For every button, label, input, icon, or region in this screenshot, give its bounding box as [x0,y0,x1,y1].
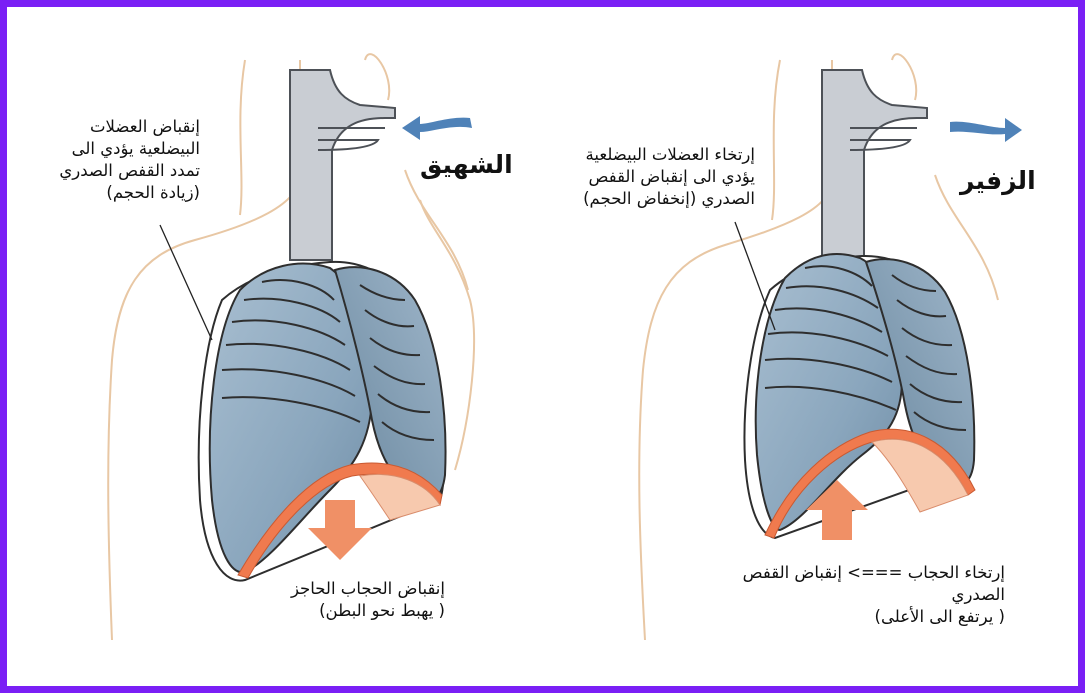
exhale-figure [639,54,1022,640]
exhale-muscles-note: إرتخاء العضلات البيضلعية يؤدي الى إنقباض… [545,144,755,210]
air-in-arrow-icon [402,116,472,140]
inhale-airway [290,70,395,260]
exhale-title: الزفير [960,166,1036,195]
exhale-diaphragm-note: إرتخاء الحجاب ===> إنقباض القفص الصدري (… [705,562,1005,628]
exhale-muscle-pointer [735,222,775,330]
air-out-arrow-icon [950,118,1022,142]
exhale-airway [822,70,927,258]
inhale-diaphragm-note: إنقباض الحجاب الحاجز ( يهبط نحو البطن) [240,578,445,622]
inhale-muscles-note: إنقباض العضلات البيضلعية يؤدي الى تمدد ا… [10,116,200,204]
inhale-title: الشهيق [420,150,513,179]
